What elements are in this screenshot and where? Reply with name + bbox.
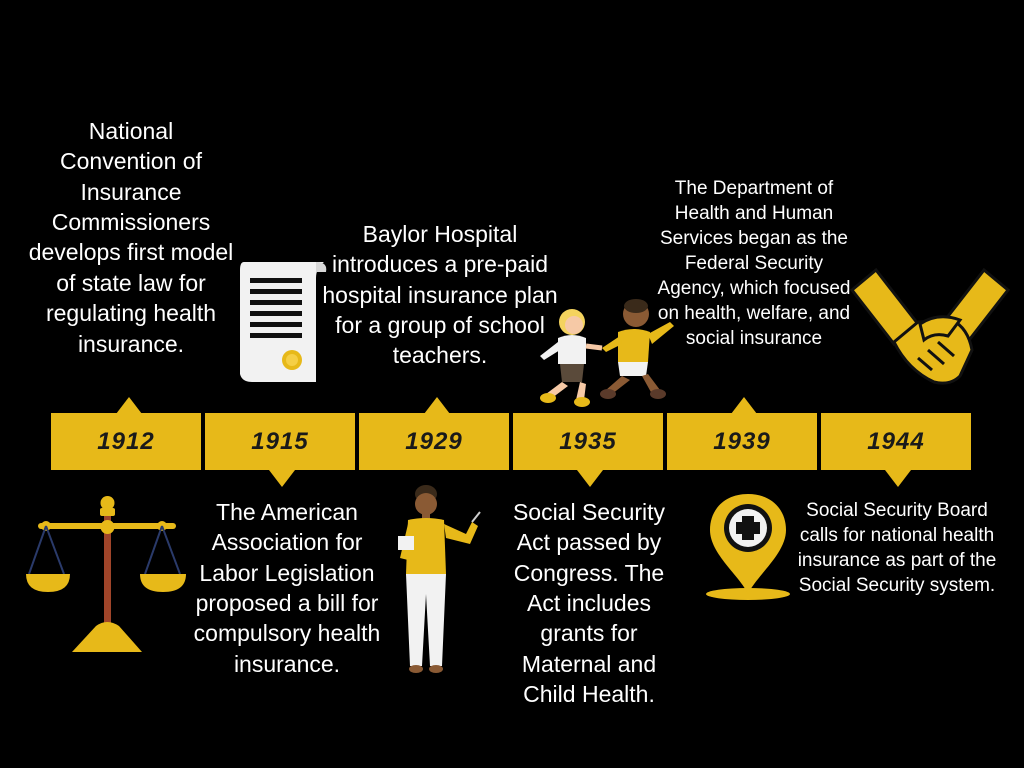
year-label: 1912 <box>97 428 155 455</box>
pointer-up-1939 <box>731 397 757 414</box>
event-1935-text: Social Security Act passed by Congress. … <box>512 499 666 708</box>
event-1944-text: Social Security Board calls for national… <box>797 500 997 597</box>
event-1929-text: Baylor Hospital introduces a pre-paid ho… <box>322 221 558 369</box>
event-1912-text: National Convention of Insurance Commiss… <box>28 118 234 357</box>
timeline-segment-1944: 1944 <box>821 413 971 470</box>
pointer-up-1912 <box>116 397 142 414</box>
timeline-segment-1929: 1929 <box>359 413 509 470</box>
children-icon <box>540 299 674 407</box>
timeline-segment-1935: 1935 <box>513 413 663 470</box>
teacher-icon <box>398 485 481 673</box>
year-label: 1944 <box>867 428 925 455</box>
scales-icon <box>26 496 186 652</box>
pointer-up-1929 <box>424 397 450 414</box>
event-1939-text: The Department of Health and Human Servi… <box>657 178 851 350</box>
event-1915-text: The American Association for Labor Legis… <box>193 499 381 677</box>
year-label: 1935 <box>559 428 617 455</box>
timeline-segment-1912: 1912 <box>51 413 201 470</box>
document-icon <box>240 262 327 382</box>
timeline-segment-1939: 1939 <box>667 413 817 470</box>
year-label: 1939 <box>713 428 771 455</box>
pointer-down-1935 <box>577 470 603 487</box>
pointer-down-1915 <box>269 470 295 487</box>
handshake-icon <box>849 267 1011 385</box>
year-label: 1915 <box>251 428 309 455</box>
timeline-segment-1915: 1915 <box>205 413 355 470</box>
year-label: 1929 <box>405 428 463 455</box>
pointer-down-1944 <box>885 470 911 487</box>
medical-pin-icon <box>706 494 790 600</box>
